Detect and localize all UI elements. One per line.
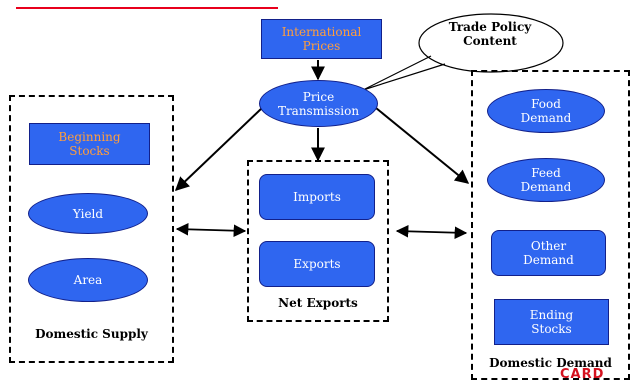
- domestic-supply-group: Domestic Supply: [9, 95, 174, 363]
- arrow-price-to-supply: [174, 107, 263, 191]
- callout-pointer-line: [362, 63, 446, 91]
- exports-node: Exports: [259, 241, 375, 287]
- trade-policy-content-text: Trade Policy Content: [448, 20, 532, 48]
- arrow-net-exports-demand: [395, 225, 468, 239]
- ending-stocks-node: Ending Stocks: [494, 299, 609, 345]
- trade-policy-callout-bubble: [418, 13, 564, 73]
- arrow-supply-net-exports: [175, 223, 247, 237]
- net-exports-label: Net Exports: [278, 296, 358, 310]
- net-exports-group: Net Exports: [247, 160, 389, 322]
- domestic-supply-label: Domestic Supply: [35, 327, 148, 341]
- yield-node: Yield: [28, 193, 148, 234]
- title-underline-bar: [16, 7, 278, 9]
- international-prices-node: International Prices: [261, 19, 382, 59]
- feed-demand-node: Feed Demand: [487, 158, 605, 202]
- domestic-demand-label: Domestic Demand: [489, 356, 612, 370]
- price-transmission-node: Price Transmission: [259, 80, 378, 127]
- domestic-demand-group: Domestic Demand: [471, 70, 630, 380]
- area-node: Area: [28, 258, 148, 302]
- beginning-stocks-node: Beginning Stocks: [29, 123, 150, 165]
- card-logo: CARD: [560, 367, 605, 382]
- other-demand-node: Other Demand: [491, 230, 606, 276]
- food-demand-node: Food Demand: [487, 89, 605, 133]
- callout-pointer-line: [362, 55, 432, 91]
- arrow-price-to-demand: [375, 107, 470, 184]
- imports-node: Imports: [259, 174, 375, 220]
